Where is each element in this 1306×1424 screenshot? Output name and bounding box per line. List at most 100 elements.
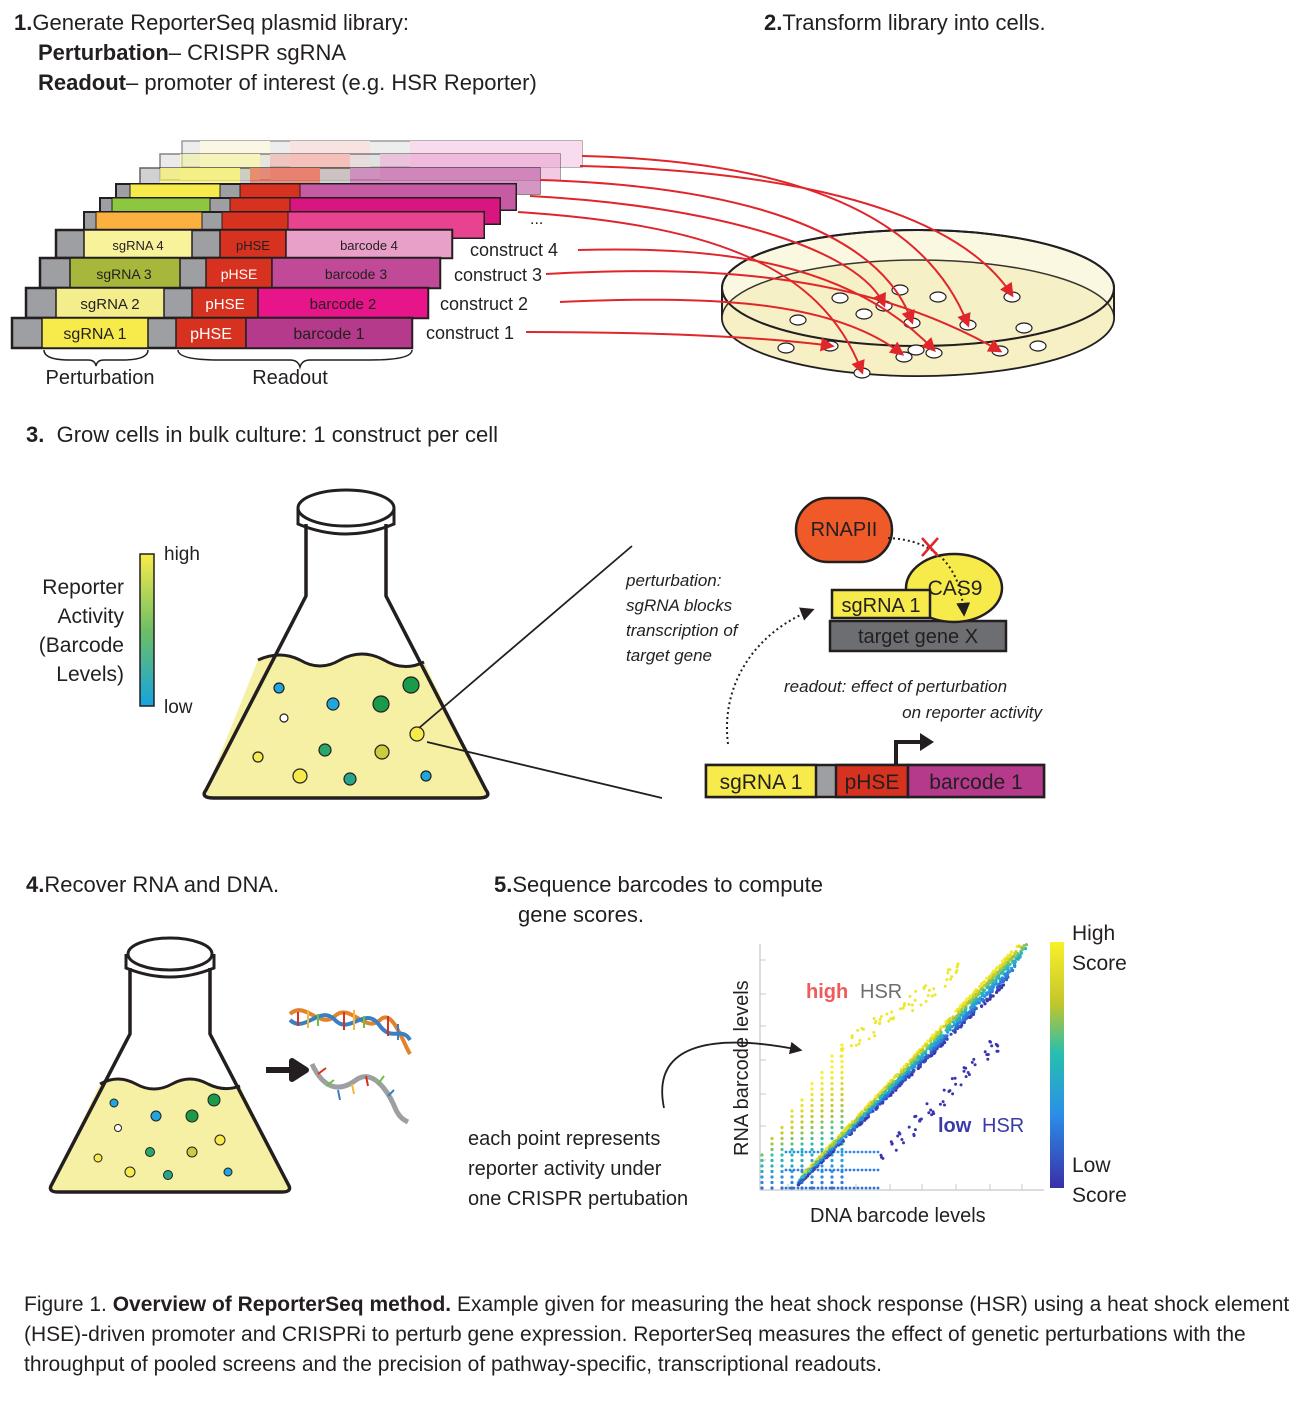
scatter-point — [820, 1136, 824, 1141]
scatter-point — [830, 1164, 834, 1168]
scatter-point — [896, 1134, 900, 1138]
scatter-point — [995, 966, 999, 970]
scatter-point — [868, 1150, 872, 1154]
scatter-point — [881, 1094, 885, 1098]
caption-bold: Overview of ReporterSeq method. — [112, 1293, 452, 1316]
scatter-point — [960, 1023, 964, 1027]
step2-number: 2. — [764, 10, 783, 35]
scatter-point — [851, 1120, 855, 1124]
scatter-note-line1: each point represents — [468, 1128, 660, 1150]
scatter-point — [820, 1142, 824, 1146]
scatter-point — [948, 968, 952, 972]
scatter-point — [788, 1168, 792, 1172]
scatter-point — [937, 1031, 941, 1035]
scatter-point — [844, 1168, 848, 1172]
scatter-point — [1001, 983, 1006, 987]
perturbation-note-line2: sgRNA blocks — [626, 596, 733, 615]
scatter-point — [803, 1170, 807, 1174]
scatter-point — [913, 998, 917, 1002]
step1-number: 1. — [14, 10, 33, 35]
scatter-point — [840, 1186, 844, 1190]
scatter-point — [770, 1180, 774, 1185]
scatter-point — [790, 1175, 794, 1179]
scatter-point — [780, 1131, 784, 1135]
scatter-point — [832, 1186, 836, 1190]
scatter-point — [991, 969, 996, 973]
scatter-point — [760, 1153, 764, 1157]
scatter-point — [969, 1014, 973, 1018]
scatter-point — [907, 1002, 911, 1006]
scatter-point — [880, 1155, 883, 1159]
scatter-point — [862, 1112, 866, 1116]
scatter-point — [971, 1008, 975, 1012]
scatter-point — [800, 1153, 804, 1157]
perturbation-desc: – CRISPR sgRNA — [168, 40, 347, 65]
scatter-point — [820, 1168, 824, 1172]
scatter-point — [830, 1098, 834, 1102]
scatter-point — [820, 1125, 824, 1130]
scatter-point — [810, 1136, 814, 1141]
scatter-point — [810, 1153, 814, 1157]
scatter-point — [1012, 955, 1017, 959]
scatter-point — [864, 1108, 868, 1112]
scatter-point — [908, 994, 912, 998]
scatter-point — [760, 1164, 764, 1168]
step3-heading: 3. Grow cells in bulk culture: 1 constru… — [26, 420, 498, 450]
scatter-point — [864, 1150, 868, 1154]
scatter-point — [885, 1012, 889, 1016]
readout-desc: – promoter of interest (e.g. HSR Reporte… — [126, 70, 537, 95]
scatter-point — [975, 989, 979, 994]
scatter-point — [820, 1120, 824, 1124]
perturbation-brace-label: Perturbation — [46, 367, 155, 389]
detail-phse-label: pHSE — [845, 771, 900, 794]
scatter-point — [800, 1109, 804, 1113]
scatter-point — [961, 1017, 965, 1021]
scatter-point — [790, 1180, 794, 1185]
scatter-point — [932, 1112, 936, 1116]
scatter-point — [1007, 958, 1011, 962]
detail-sgrna-block — [704, 763, 818, 799]
scatter-point — [800, 1168, 804, 1172]
scatter-point — [810, 1180, 814, 1185]
scatter-point — [982, 988, 986, 992]
scatter-point — [840, 1147, 844, 1152]
scatter-point — [784, 1168, 788, 1172]
scatter-point — [899, 1069, 904, 1074]
scatter-point — [830, 1131, 834, 1135]
readout-note-line1: readout: effect of perturbation — [784, 677, 1007, 696]
scatter-point — [840, 1098, 844, 1102]
scatter-point — [895, 1085, 900, 1089]
scatter-point — [868, 1168, 872, 1172]
scatter-point — [892, 1016, 896, 1020]
barcode4-block — [285, 229, 453, 259]
scatter-point — [830, 1092, 834, 1097]
scatter-point — [927, 1111, 931, 1115]
scatter-point — [972, 998, 976, 1002]
scatter-point — [804, 1150, 808, 1154]
colorbar-title-line4: Levels) — [56, 663, 124, 686]
scatter-point — [903, 1002, 906, 1005]
scatter-point — [810, 1103, 814, 1108]
scatter-point — [800, 1114, 804, 1119]
step3-title: Grow cells in bulk culture: 1 construct … — [56, 422, 498, 447]
scatter-point — [836, 1168, 840, 1172]
scatter-point — [887, 1090, 891, 1094]
scatter-point — [962, 1020, 966, 1025]
scatter-point — [836, 1186, 840, 1190]
scatter-point — [944, 1028, 948, 1032]
scatter-point — [840, 1180, 844, 1185]
scatter-point — [855, 1124, 859, 1129]
scatter-point — [938, 1035, 943, 1039]
scatter-point — [819, 1158, 823, 1162]
scatter-point — [983, 1050, 987, 1054]
scatter-point — [820, 1175, 824, 1179]
scatter-y-label: RNA barcode levels — [731, 980, 753, 1156]
scatter-point — [830, 1076, 834, 1080]
scatter-point — [1002, 966, 1006, 970]
scatter-point — [780, 1180, 784, 1185]
scatter-point — [840, 1092, 844, 1097]
perturbation-note-line1: perturbation: — [625, 571, 722, 590]
step4-title: Recover RNA and DNA. — [44, 872, 280, 897]
scatter-point — [836, 1140, 841, 1144]
scatter-point — [932, 1047, 936, 1051]
